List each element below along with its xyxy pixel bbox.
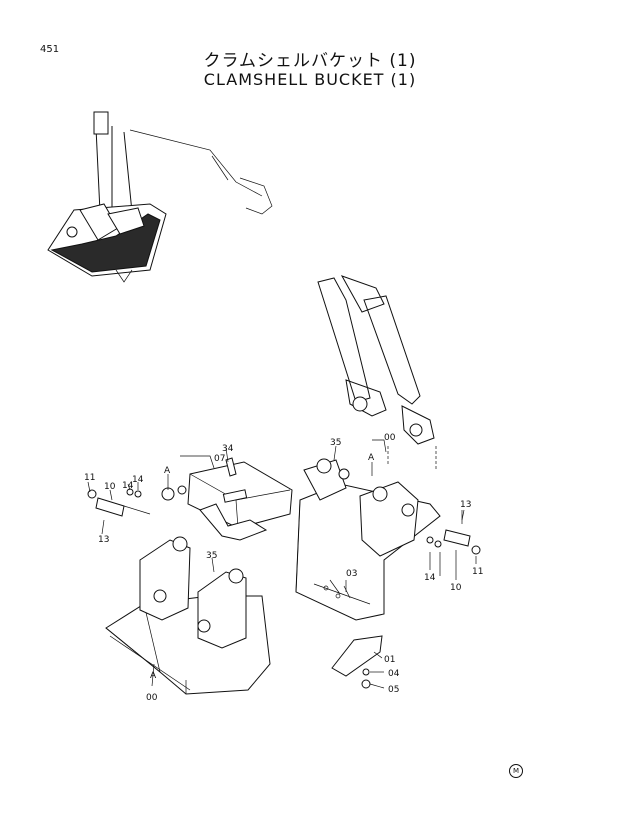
callout-13-left: 13 [98, 535, 109, 545]
arm-assembly [317, 275, 437, 470]
callout-14-right-a: 14 [424, 573, 436, 583]
callout-34: 34 [222, 444, 234, 454]
overview-illustration [47, 111, 273, 283]
callout-10-right: 10 [450, 583, 462, 593]
callout-14-left-a: 14 [122, 481, 134, 491]
title-japanese: クラムシェルバケット (1) [203, 51, 417, 71]
upper-frame-34 [161, 457, 293, 541]
title-english: CLAMSHELL BUCKET (1) [203, 70, 417, 89]
callout-35-right: 35 [330, 438, 341, 448]
callout-11-left: 11 [84, 473, 95, 483]
callout-00-right: 00 [384, 433, 396, 443]
callout-a-lower-left: A [150, 671, 157, 681]
right-bucket-half [295, 458, 441, 621]
callout-07: 07 [214, 454, 225, 464]
callout-10-left: 10 [104, 482, 116, 492]
callout-a-right: A [368, 453, 375, 463]
callout-13-right: 13 [460, 500, 471, 510]
callout-01: 01 [384, 655, 395, 665]
callout-05: 05 [388, 685, 399, 695]
callout-labels: 07 34 A 11 10 14 14 13 35 A 00 35 00 A 1… [84, 433, 483, 703]
leader-lines [87, 439, 477, 689]
left-bucket-half [105, 536, 271, 695]
callout-00-left: 00 [146, 693, 158, 703]
callout-03: 03 [346, 569, 357, 579]
callout-35-left: 35 [206, 551, 217, 561]
right-pin-set [426, 510, 481, 555]
left-pin-set [87, 488, 151, 535]
callout-14-left-b: 14 [132, 475, 144, 485]
callout-04: 04 [388, 669, 400, 679]
callout-11-right: 11 [472, 567, 483, 577]
tooth-hardware [331, 635, 383, 689]
callout-a-upper-left: A [164, 466, 171, 476]
corner-mark: M [509, 764, 523, 778]
page-number: 451 [40, 44, 60, 55]
